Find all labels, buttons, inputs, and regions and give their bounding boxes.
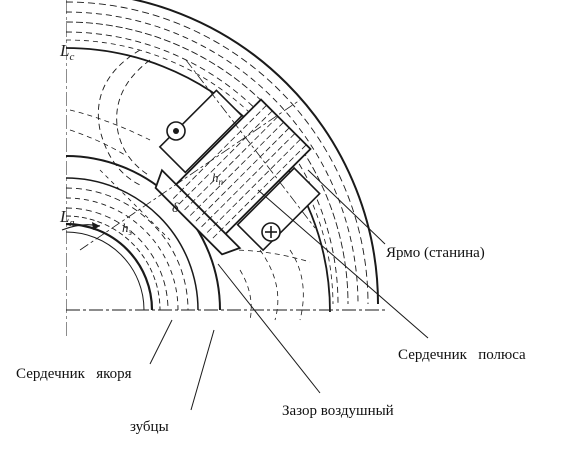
main-pole <box>154 89 321 256</box>
leader-yoke <box>307 169 386 245</box>
label-pole-core: Сердечник полюса <box>398 347 526 363</box>
symbol-Lc: Lc <box>59 41 74 63</box>
symbol-La: Lя <box>59 207 75 229</box>
leader-air-gap <box>217 263 321 394</box>
label-teeth: зубцы <box>130 419 169 435</box>
armature-teeth-arc <box>66 177 199 311</box>
current-out-dot-icon <box>166 121 186 141</box>
label-armature-core: Сердечник якоря <box>16 366 132 382</box>
symbol-hn: hп <box>212 170 224 187</box>
current-in-plus-icon <box>261 222 281 242</box>
shaft-arc <box>66 222 154 311</box>
leader-teeth <box>190 329 215 411</box>
leader-pole-core <box>257 189 429 339</box>
symbol-delta: δ <box>172 201 179 216</box>
radial-axis-diagonal <box>79 99 301 251</box>
symbol-hz: hз <box>122 220 133 237</box>
label-air-gap: Зазор воздушный <box>282 403 394 419</box>
leader-armature-core <box>149 319 173 365</box>
yoke-outer-arc <box>131 0 379 305</box>
label-yoke: Ярмо (станина) <box>386 245 485 261</box>
